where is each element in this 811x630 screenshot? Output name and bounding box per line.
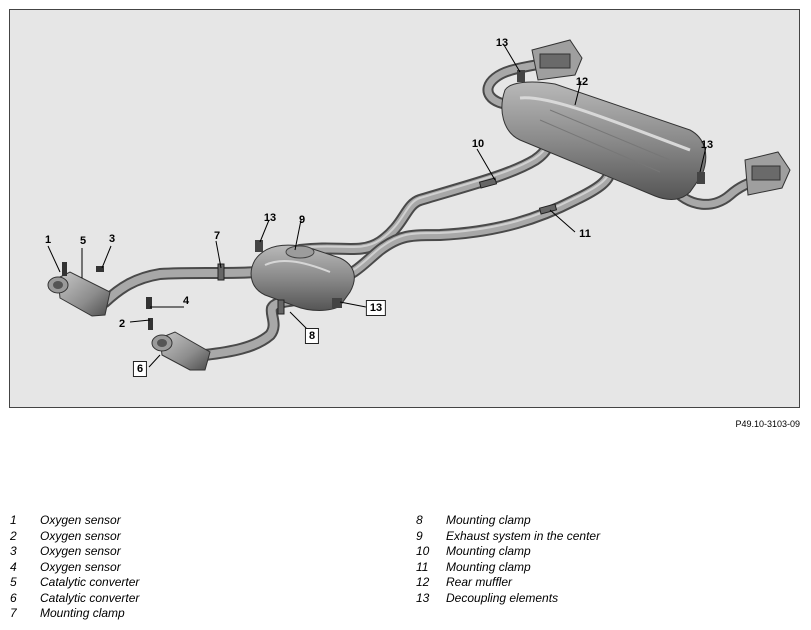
legend-number: 6	[10, 590, 17, 605]
decoupling-element	[255, 240, 263, 252]
legend-text: Mounting clamp	[446, 513, 531, 527]
decoupling-element	[517, 70, 525, 82]
exhaust-pipe	[329, 164, 616, 286]
legend-item: 4 Oxygen sensor	[10, 560, 139, 576]
callout-label: 13	[495, 37, 509, 49]
legend-text: Decoupling elements	[446, 590, 559, 605]
callout-label: 13	[700, 139, 714, 151]
mounting-clamp	[277, 299, 285, 315]
legend-number: 11	[416, 559, 429, 574]
legend-text: Rear muffler	[446, 575, 513, 589]
legend-text: Mounting clamp	[40, 606, 125, 620]
legend-item: 12 Rear muffler	[416, 575, 600, 591]
catalytic-converter	[47, 271, 111, 317]
callout-label: 6	[132, 361, 148, 377]
catalytic-converter	[151, 331, 211, 371]
legend-item: 8 Mounting clamp	[416, 513, 600, 529]
legend-item: 2 Oxygen sensor	[10, 529, 139, 545]
legend-number: 13	[416, 590, 430, 605]
legend-number: 12	[416, 575, 430, 589]
exhaust-pipe	[294, 129, 556, 256]
callout-label: 12	[575, 76, 589, 88]
legend-text: Exhaust system in the center	[446, 528, 601, 543]
decoupling-element	[332, 298, 342, 308]
legend-text: Catalytic converter	[40, 590, 140, 605]
tailpipe-tip	[531, 39, 583, 81]
oxygen-sensor	[96, 266, 104, 272]
legend-number: 10	[416, 544, 430, 558]
callout-label: 2	[118, 318, 126, 330]
legend-text: Oxygen sensor	[40, 528, 121, 543]
exhaust-system-illustration: 1 2 3 4 5 6 7 8 9 10 11 12 13 13 13 13	[9, 9, 800, 408]
exhaust-drawing	[47, 39, 791, 371]
legend-text: Mounting clamp	[446, 544, 531, 558]
oxygen-sensor	[62, 262, 67, 276]
callout-label: 9	[298, 214, 306, 226]
callout-label: 7	[213, 230, 221, 242]
legend-item: 6 Catalytic converter	[10, 591, 139, 607]
legend-item: 10 Mounting clamp	[416, 544, 600, 560]
legend-number: 9	[416, 528, 423, 543]
tailpipe-tip	[744, 151, 791, 196]
oxygen-sensor	[146, 297, 152, 309]
legend-number: 4	[10, 559, 17, 574]
callout-label: 4	[182, 295, 190, 307]
mounting-clamp	[538, 203, 558, 215]
callout-leaders	[47, 44, 707, 368]
legend-item: 11 Mounting clamp	[416, 560, 600, 576]
legend-text: Mounting clamp	[446, 559, 531, 574]
legend-item: 5 Catalytic converter	[10, 575, 139, 591]
legend-item: 3 Oxygen sensor	[10, 544, 139, 560]
legend-number: 5	[10, 575, 17, 589]
legend-number: 7	[10, 606, 17, 620]
callout-label: 11	[579, 228, 591, 240]
exhaust-pipe	[482, 59, 541, 111]
rear-muffler	[501, 81, 707, 200]
mounting-clamp	[478, 177, 498, 189]
legend-item: 13 Decoupling elements	[416, 591, 600, 607]
legend-text: Oxygen sensor	[40, 544, 121, 558]
exhaust-pipe	[99, 266, 266, 308]
legend-item: 7 Mounting clamp	[10, 606, 139, 622]
legend-text: Oxygen sensor	[40, 513, 121, 527]
legend-number: 1	[10, 513, 17, 527]
callout-label: 13	[263, 212, 277, 224]
callout-label: 3	[108, 233, 116, 245]
callout-label: 10	[471, 138, 485, 150]
legend-text: Oxygen sensor	[40, 559, 121, 574]
center-muffler	[250, 244, 355, 311]
decoupling-element	[697, 172, 705, 184]
legend-text: Catalytic converter	[40, 575, 140, 589]
callout-label: 5	[79, 235, 87, 247]
oxygen-sensor	[148, 318, 153, 330]
callout-label: 1	[44, 234, 52, 246]
legend-number: 8	[416, 513, 423, 527]
callout-label: 13	[365, 300, 387, 316]
mounting-clamp	[217, 263, 225, 281]
callout-label: 8	[304, 328, 320, 344]
figure-code: P49.10-3103-09	[735, 419, 800, 429]
legend-item: 1 Oxygen sensor	[10, 513, 139, 529]
legend-item: 9 Exhaust system in the center	[416, 529, 600, 545]
legend-number: 2	[10, 528, 17, 543]
legend-number: 3	[10, 544, 17, 558]
